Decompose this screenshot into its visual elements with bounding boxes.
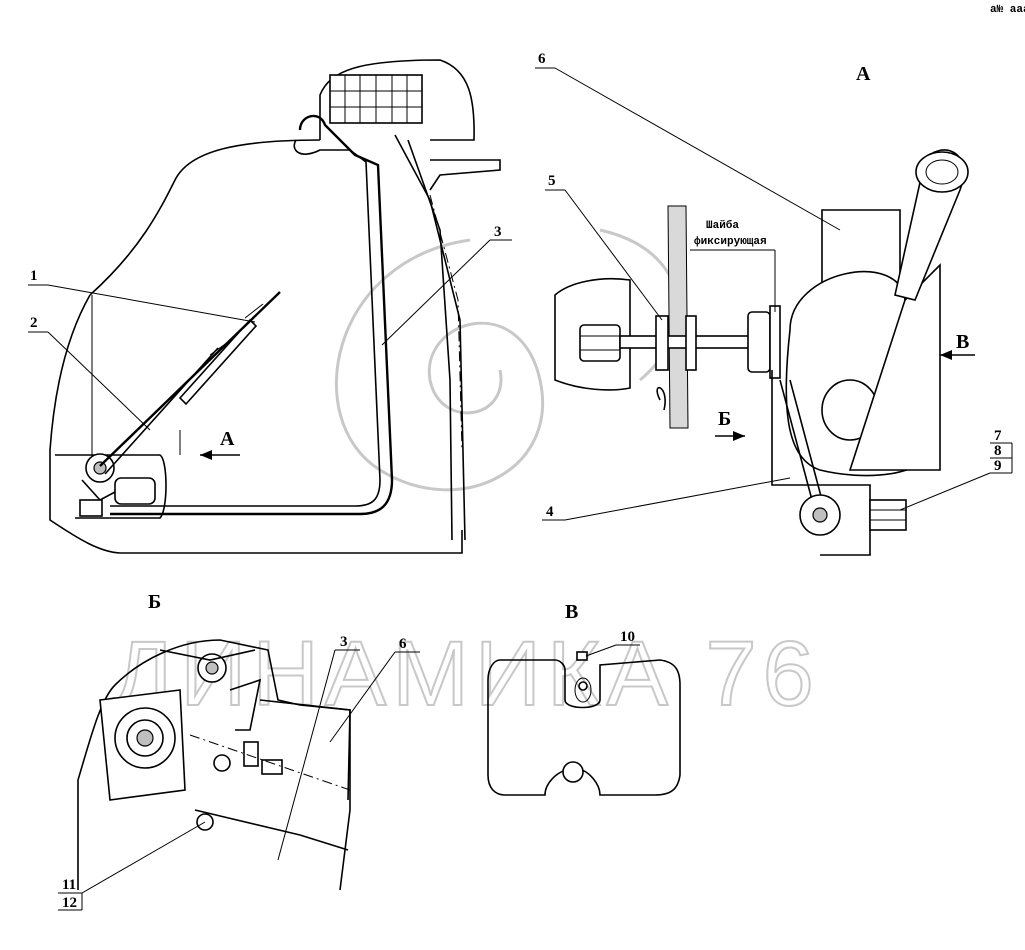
callouts-main-view: 1 2 3 — [28, 224, 512, 431]
view-v-detail: В 10 — [487, 601, 681, 796]
view-b-arrow-label: Б — [718, 408, 731, 430]
callout-7: 7 — [994, 428, 1002, 444]
bracket-4 — [771, 370, 907, 556]
callout-5: 5 — [548, 173, 556, 189]
callout-3: 3 — [494, 224, 502, 240]
bolt-assembly — [579, 305, 781, 379]
callout-3b: 3 — [340, 634, 348, 650]
watermark-text: ДИНАМИКА 76 — [112, 623, 820, 725]
callout-9: 9 — [994, 458, 1002, 474]
view-a-arrow-label: А — [220, 428, 235, 450]
callout-6: 6 — [538, 51, 546, 67]
callout-12: 12 — [62, 895, 77, 911]
roof-vent-grille — [329, 74, 423, 124]
callout-10: 10 — [620, 629, 635, 645]
callouts-view-a: 6 5 4 7 8 9 — [535, 51, 1013, 521]
view-v-title: В — [565, 601, 578, 623]
horn-body — [785, 149, 969, 477]
callout-4: 4 — [546, 504, 554, 520]
view-a-title: А — [856, 63, 871, 85]
washer-note-line1: Шайба — [706, 219, 739, 232]
wiper-arm — [99, 291, 281, 475]
wiper-motor — [79, 453, 156, 517]
view-a-detail: А — [554, 63, 975, 556]
callout-11: 11 — [62, 877, 76, 893]
callout-1: 1 — [30, 268, 38, 284]
corner-mark: a№ ааа — [990, 4, 1025, 16]
callout-2: 2 — [30, 315, 38, 331]
cab-side-view: А — [49, 59, 501, 554]
callout-8: 8 — [994, 443, 1002, 459]
view-v-arrow-label: В — [956, 331, 969, 353]
callout-6b: 6 — [399, 636, 407, 652]
arrow-view-b — [715, 431, 745, 441]
view-b-title: Б — [148, 591, 161, 613]
arrow-view-a — [200, 450, 240, 460]
arrow-view-v — [940, 350, 975, 360]
washer-note-line2: фиксирующая — [694, 235, 767, 248]
view-b-detail: Б 3 6 11 12 — [58, 591, 420, 911]
